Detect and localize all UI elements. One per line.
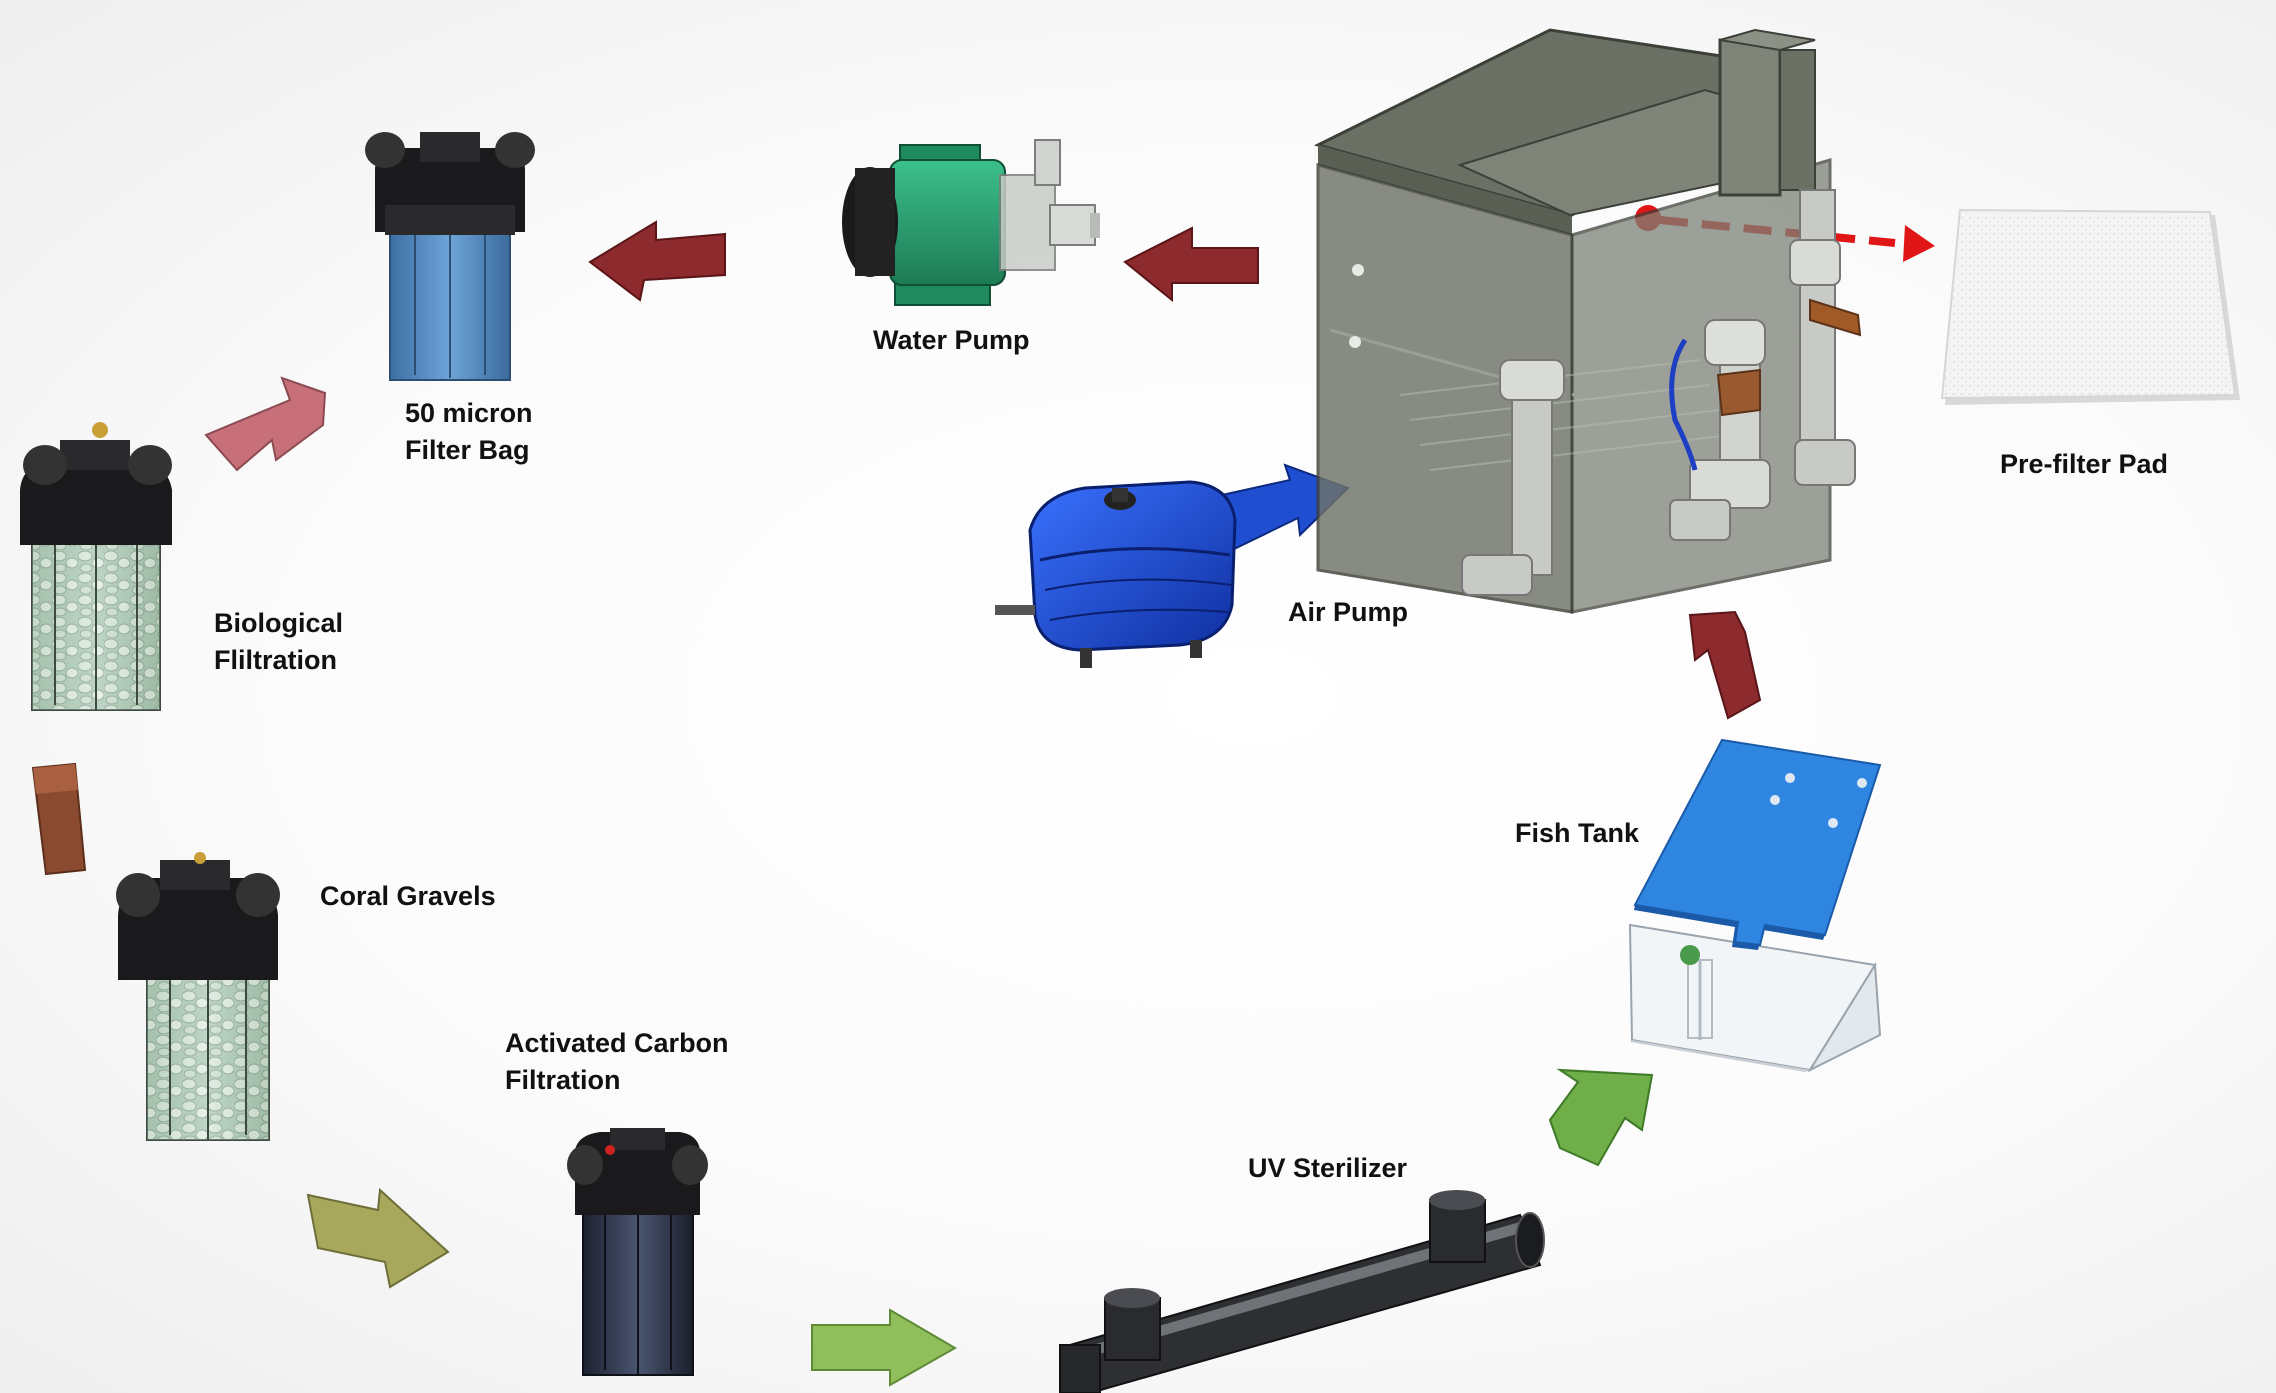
filter-bag-housing-icon: [365, 132, 535, 381]
label-filter-bag: 50 micron Filter Bag: [405, 395, 533, 469]
label-activated-carbon: Activated Carbon Filtration: [505, 1025, 729, 1099]
label-biological-line1: Biological: [214, 608, 344, 638]
flow-arrow-coral-to-carbon: [306, 1187, 450, 1289]
flow-arrow-uv-to-fish-tank: [1548, 1068, 1654, 1167]
sump-tank-icon: [1313, 28, 1862, 614]
label-filter-bag-line2: Filter Bag: [405, 435, 530, 465]
label-biological-filtration: Biological Fliltration: [214, 605, 343, 679]
label-coral-gravels: Coral Gravels: [320, 881, 496, 911]
biological-filter-icon: [20, 422, 172, 711]
label-fish-tank: Fish Tank: [1515, 818, 1640, 848]
air-pump-icon: [995, 480, 1237, 668]
water-pump-icon: [842, 139, 1100, 306]
flow-arrow-filter-bag-to-biological: [204, 376, 327, 472]
flow-arrow-fish-tank-to-sump: [1688, 610, 1762, 720]
flow-arrow-biological-to-coral: [31, 762, 87, 876]
label-water-pump: Water Pump: [873, 325, 1030, 355]
flow-arrow-sump-to-pump: [1123, 226, 1259, 303]
label-activated-carbon-line1: Activated Carbon: [505, 1028, 729, 1058]
carbon-filter-icon: [567, 1128, 708, 1376]
label-air-pump: Air Pump: [1288, 597, 1409, 627]
label-pre-filter-pad: Pre-filter Pad: [2000, 449, 2169, 479]
label-uv-sterilizer: UV Sterilizer: [1248, 1153, 1408, 1183]
uv-sterilizer-icon: [1059, 1190, 1545, 1393]
coral-gravel-filter-icon: [116, 852, 280, 1141]
label-biological-line2: Fliltration: [214, 645, 337, 675]
pre-filter-pad-icon: [1940, 208, 2240, 405]
fish-tank-icon: [1628, 738, 1882, 1073]
label-activated-carbon-line2: Filtration: [505, 1065, 621, 1095]
flow-arrow-pump-to-filter-bag: [588, 220, 726, 302]
label-filter-bag-line1: 50 micron: [405, 398, 533, 428]
flow-arrow-carbon-to-uv: [811, 1308, 958, 1387]
